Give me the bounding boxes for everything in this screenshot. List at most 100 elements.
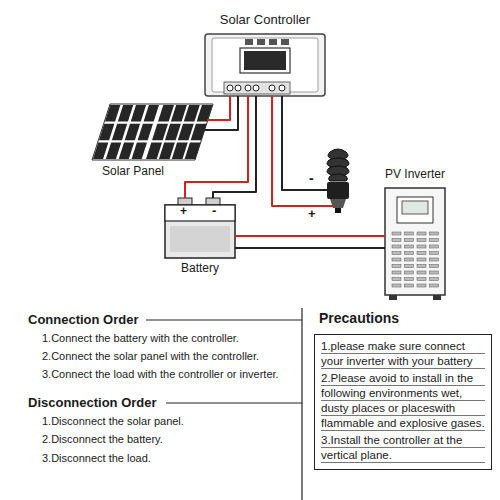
battery-box: +-Battery xyxy=(165,198,235,258)
controller-button xyxy=(281,39,289,45)
wire-stub xyxy=(322,205,334,207)
bulb-tip xyxy=(335,208,341,213)
panel-cell xyxy=(119,142,134,158)
inverter-foot xyxy=(433,295,441,300)
inverter-vent xyxy=(405,239,414,242)
inverter-vent xyxy=(405,252,414,255)
panel-cell xyxy=(118,105,133,121)
inverter-vent xyxy=(417,258,426,261)
panel-cell xyxy=(178,124,194,140)
polarity-sign: - xyxy=(212,204,216,219)
inverter-vent xyxy=(392,258,401,261)
panel-cell xyxy=(185,142,201,158)
inverter-vent xyxy=(430,245,439,248)
panel-cell xyxy=(106,142,121,158)
inverter-vent xyxy=(405,271,414,274)
panel-cell xyxy=(144,105,159,121)
controller-button xyxy=(269,39,277,45)
panel-cell xyxy=(172,142,188,158)
terminal xyxy=(269,85,275,91)
inverter-vent xyxy=(417,284,426,287)
wire xyxy=(282,96,322,190)
step-item: 1.Connect the battery with the controlle… xyxy=(42,332,239,345)
wire-stub xyxy=(322,189,327,191)
inverter-vent xyxy=(417,265,426,268)
inverter-vent xyxy=(392,245,401,248)
panel-cell xyxy=(159,142,175,158)
wire xyxy=(185,96,248,198)
inverter-vent xyxy=(430,232,439,235)
terminal xyxy=(279,85,285,91)
panel-cell xyxy=(93,142,108,158)
wire-stub xyxy=(205,129,215,131)
inverter-vent xyxy=(392,265,401,268)
inverter-vent xyxy=(392,278,401,281)
inverter-box: PV Inverter xyxy=(385,188,445,295)
section-heading: Precautions xyxy=(319,310,399,326)
bulb xyxy=(322,149,349,213)
note-item: 2.Please avoid to install in the followi… xyxy=(321,371,485,431)
step-item: 2.Connect the solar panel with the contr… xyxy=(42,350,259,363)
inverter-vent xyxy=(392,232,401,235)
panel-cell xyxy=(138,124,153,140)
controller-display xyxy=(244,51,286,70)
inverter-vent xyxy=(392,271,401,274)
panel-cell xyxy=(165,124,181,140)
inverter-vent xyxy=(392,252,401,255)
terminal-strip xyxy=(224,82,290,94)
wire xyxy=(235,247,385,249)
inverter-vent xyxy=(417,239,426,242)
inverter-vent xyxy=(417,278,426,281)
inverter-vent xyxy=(392,239,401,242)
step-item: 3.Disconnect the load. xyxy=(42,452,151,465)
battery-body xyxy=(165,205,235,258)
panel-cell xyxy=(132,142,147,158)
panel-cell xyxy=(184,105,200,121)
section-heading: Disconnection Order xyxy=(28,395,157,411)
polarity-sign: - xyxy=(309,170,314,186)
inverter-vent xyxy=(417,245,426,248)
inverter-body xyxy=(385,188,445,295)
panel-cell xyxy=(152,124,168,140)
inverter-vent xyxy=(430,239,439,242)
bulb-coil xyxy=(329,174,348,181)
terminal xyxy=(227,85,233,91)
wire xyxy=(235,235,385,237)
controller-button xyxy=(257,39,265,45)
controller-display-frame xyxy=(240,48,290,73)
panel-cell xyxy=(112,124,127,140)
panel-cell xyxy=(158,105,174,121)
device-label: Battery xyxy=(155,262,245,276)
precautions-panel: Precautions1.please make sure connect yo… xyxy=(314,334,492,470)
battery-top xyxy=(165,205,235,221)
polarity-sign: + xyxy=(180,205,187,219)
inverter-vent xyxy=(430,258,439,261)
inverter-vent xyxy=(430,271,439,274)
section-heading: Connection Order xyxy=(28,312,139,328)
panel-cell xyxy=(99,124,114,140)
device-label: Solar Controller xyxy=(185,13,345,28)
panel-cell xyxy=(171,105,187,121)
inverter-vent xyxy=(430,265,439,268)
heading-rule xyxy=(166,402,302,403)
panel-cell xyxy=(105,105,120,121)
wire xyxy=(215,96,238,130)
step-item: 2.Disconnect the battery. xyxy=(42,433,163,446)
inverter-vent xyxy=(405,278,414,281)
load-bulb: -+ xyxy=(322,148,354,214)
device-label: PV Inverter xyxy=(360,168,470,182)
inverter-display-frame xyxy=(397,197,433,223)
terminal xyxy=(253,85,259,91)
inverter-display xyxy=(402,201,428,214)
battery xyxy=(165,198,235,258)
step-item: 3.Connect the load with the controller o… xyxy=(42,368,279,381)
inverter-vent xyxy=(417,232,426,235)
wire xyxy=(213,96,256,198)
inverter-vent xyxy=(405,265,414,268)
inverter-vent xyxy=(430,278,439,281)
inverter-vent xyxy=(405,284,414,287)
panel-cell xyxy=(191,124,207,140)
inverter-vent xyxy=(405,232,414,235)
inverter-vent xyxy=(430,252,439,255)
